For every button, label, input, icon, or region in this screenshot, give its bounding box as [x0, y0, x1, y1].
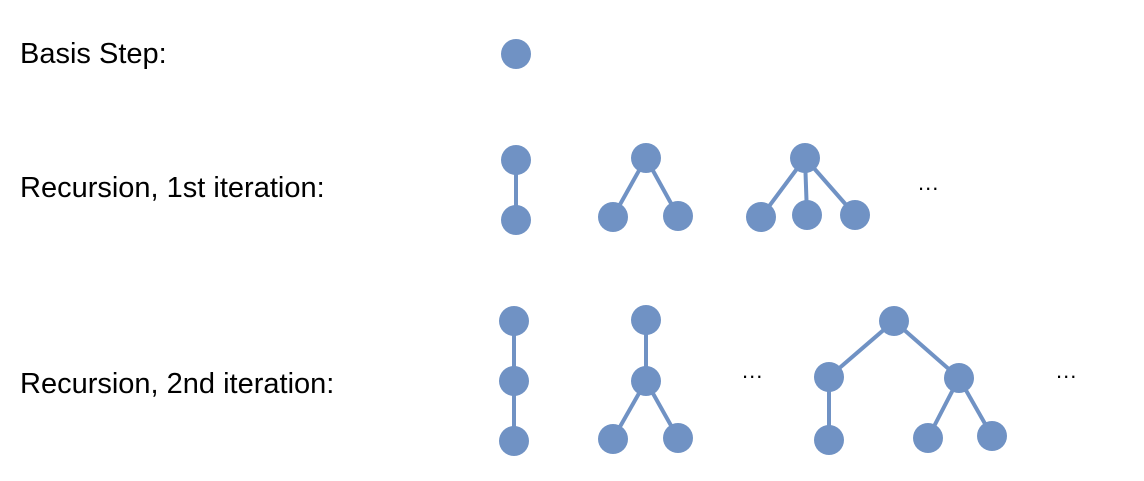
- basis-tree-single-node: [501, 39, 531, 69]
- tree-node: [598, 424, 628, 454]
- second-iteration-ellipsis-middle: ...: [742, 358, 764, 383]
- second-iteration-label: Recursion, 2nd iteration:: [20, 368, 335, 400]
- iteration1-tree-two-children: [598, 143, 693, 232]
- tree-node: [746, 202, 776, 232]
- tree-node: [814, 425, 844, 455]
- tree-node: [790, 143, 820, 173]
- tree-node: [499, 366, 529, 396]
- first-iteration-label: Recursion, 1st iteration:: [20, 172, 325, 204]
- iteration2-tree-chain: [499, 306, 529, 456]
- iteration2-tree-branching: [598, 305, 693, 454]
- tree-nodes: [499, 39, 1007, 456]
- tree-node: [501, 39, 531, 69]
- iteration2-tree-large: [814, 306, 1007, 455]
- first-iteration-ellipsis: ...: [918, 170, 940, 195]
- iteration1-tree-chain: [501, 145, 531, 235]
- second-iteration-ellipsis-end: ...: [1056, 358, 1078, 383]
- tree-node: [501, 145, 531, 175]
- tree-node: [814, 362, 844, 392]
- tree-node: [631, 143, 661, 173]
- tree-node: [840, 200, 870, 230]
- tree-node: [501, 205, 531, 235]
- tree-edges: [512, 156, 994, 441]
- tree-node: [944, 363, 974, 393]
- tree-node: [663, 201, 693, 231]
- tree-node: [631, 366, 661, 396]
- tree-node: [977, 421, 1007, 451]
- tree-node: [913, 423, 943, 453]
- tree-node: [631, 305, 661, 335]
- tree-node: [792, 200, 822, 230]
- tree-node: [499, 306, 529, 336]
- iteration1-tree-three-children: [746, 143, 870, 232]
- basis-step-label: Basis Step:: [20, 38, 167, 70]
- tree-node: [879, 306, 909, 336]
- tree-node: [663, 423, 693, 453]
- tree-node: [598, 202, 628, 232]
- tree-node: [499, 426, 529, 456]
